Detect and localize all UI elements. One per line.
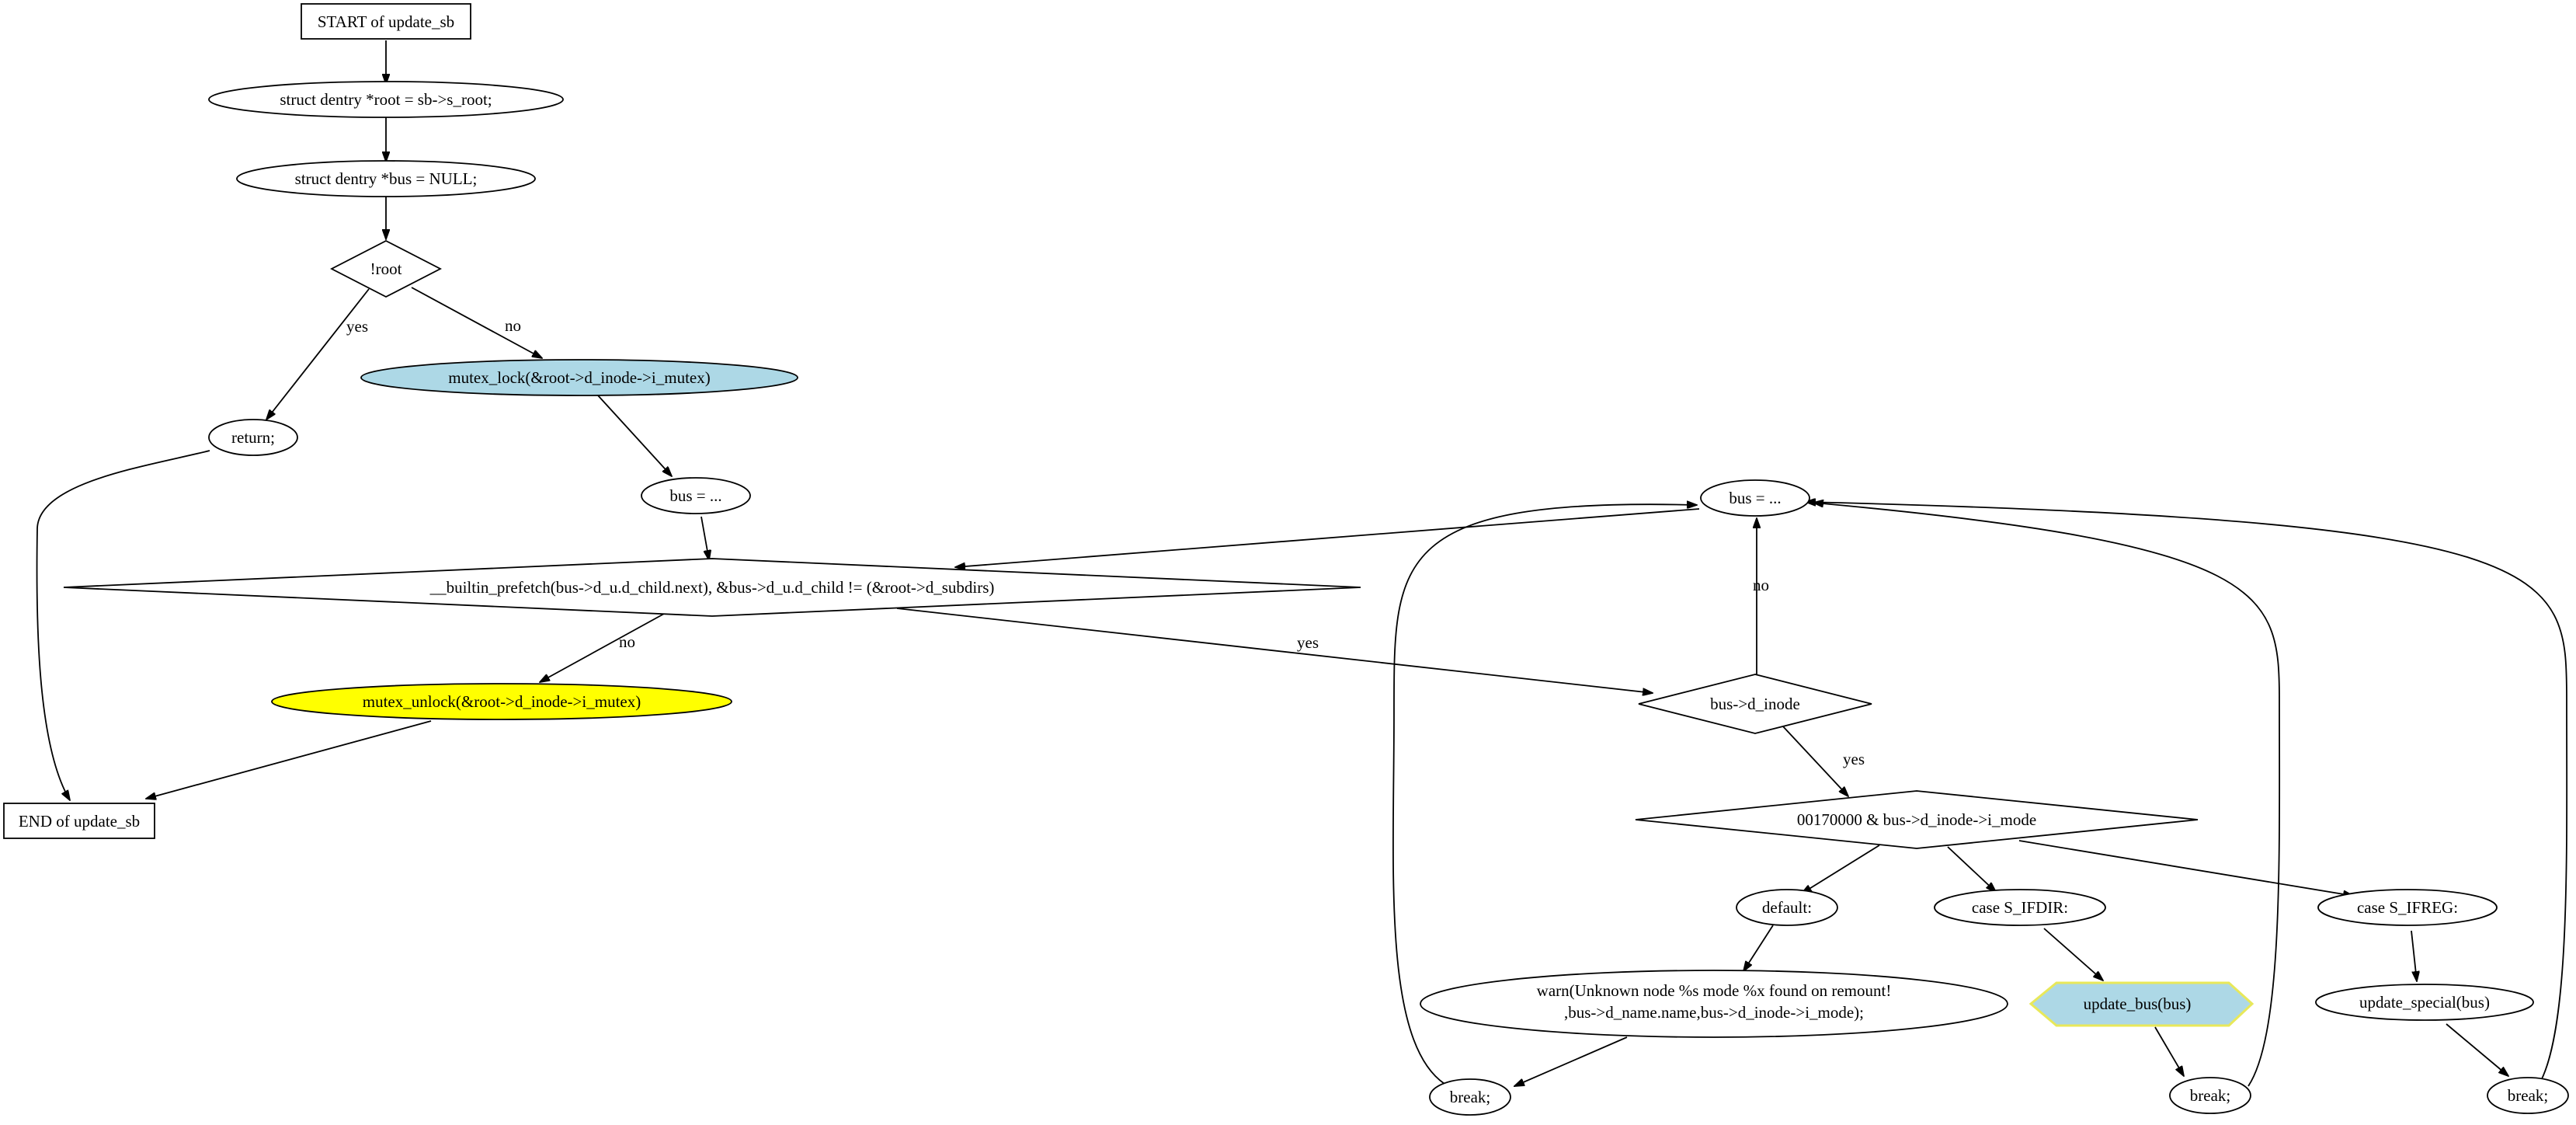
label-inode-no: no	[1753, 576, 1769, 594]
node-mutex-lock-label: mutex_lock(&root->d_inode->i_mutex)	[448, 368, 710, 387]
label-inode-yes: yes	[1843, 750, 1865, 768]
node-has-inode: bus->d_inode	[1638, 674, 1872, 734]
node-default-case-label: default:	[1762, 898, 1812, 917]
edge-switch-to-case-reg	[2018, 840, 2353, 896]
edge-labels: yes no no yes no yes	[346, 316, 1865, 768]
node-bus-assign-2-label: bus = ...	[1729, 489, 1781, 507]
node-case-dir: case S_IFDIR:	[1934, 889, 2106, 926]
node-switch-mode-label: 00170000 & bus->d_inode->i_mode	[1797, 810, 2036, 829]
node-end-label: END of update_sb	[19, 812, 140, 831]
edge-break1-to-bus-assign2	[1392, 504, 1697, 1085]
node-start: START of update_sb	[301, 3, 471, 40]
edge-break3-to-bus-assign2	[1806, 502, 2568, 1087]
node-break-2: break;	[2169, 1077, 2251, 1114]
node-return: return;	[208, 419, 298, 456]
edges	[36, 40, 2568, 1087]
edge-default-to-warn	[1743, 925, 1774, 971]
edge-warn-to-break1	[1514, 1036, 1628, 1086]
edge-loop-yes	[896, 608, 1653, 693]
node-default-case: default:	[1736, 889, 1838, 926]
edge-update-bus-to-break2	[2154, 1026, 2184, 1076]
edge-not-root-yes	[266, 288, 370, 420]
node-update-special-label: update_special(bus)	[2359, 993, 2490, 1012]
node-break-1-label: break;	[1450, 1088, 1490, 1106]
node-start-label: START of update_sb	[318, 12, 454, 31]
node-update-bus-label: update_bus(bus)	[2084, 994, 2192, 1013]
node-has-inode-label: bus->d_inode	[1710, 695, 1800, 713]
node-switch-mode: 00170000 & bus->d_inode->i_mode	[1635, 790, 2199, 849]
edge-switch-to-default	[1802, 845, 1880, 893]
edge-has-inode-yes	[1782, 725, 1848, 796]
node-bus-assign-2: bus = ...	[1700, 479, 1810, 517]
node-root-decl: struct dentry *root = sb->s_root;	[208, 81, 564, 118]
node-end: END of update_sb	[3, 803, 155, 839]
node-update-special: update_special(bus)	[2315, 984, 2534, 1021]
node-update-bus: update_bus(bus)	[2028, 981, 2254, 1027]
node-mutex-unlock: mutex_unlock(&root->d_inode->i_mutex)	[271, 683, 732, 720]
edge-return-to-end	[36, 450, 210, 800]
node-bus-decl-label: struct dentry *bus = NULL;	[295, 169, 478, 188]
node-bus-assign-1-label: bus = ...	[669, 486, 721, 505]
node-not-root: !root	[330, 239, 442, 298]
node-bus-decl: struct dentry *bus = NULL;	[236, 160, 536, 197]
node-warn: warn(Unknown node %s mode %x found on re…	[1420, 970, 2008, 1038]
edge-loop-no	[540, 613, 665, 682]
node-break-3-label: break;	[2508, 1086, 2548, 1105]
node-case-reg-label: case S_IFREG:	[2357, 898, 2458, 917]
node-warn-label-line1: warn(Unknown node %s mode %x found on re…	[1537, 981, 1892, 1000]
label-root-no: no	[505, 316, 521, 335]
node-loop-condition: __builtin_prefetch(bus->d_u.d_child.next…	[63, 558, 1361, 617]
edge-case-reg-to-update-special	[2411, 930, 2417, 981]
edge-break2-to-bus-assign2	[1813, 503, 2281, 1087]
edge-bus-assign2-to-loop	[955, 508, 1700, 567]
edge-mutex-lock-to-bus-assign	[597, 395, 672, 476]
node-warn-label-line2: ,bus->d_name.name,bus->d_inode->i_mode);	[1564, 1003, 1864, 1022]
edge-bus-assign-to-loop	[700, 516, 709, 560]
edge-mutex-unlock-to-end	[146, 720, 432, 799]
label-loop-no: no	[619, 632, 635, 651]
node-return-label: return;	[231, 428, 275, 447]
label-root-yes: yes	[346, 317, 368, 336]
node-case-dir-label: case S_IFDIR:	[1972, 898, 2068, 917]
node-break-2-label: break;	[2190, 1086, 2230, 1105]
node-break-1: break;	[1429, 1078, 1511, 1116]
label-loop-yes: yes	[1297, 633, 1319, 652]
edge-not-root-no	[411, 287, 542, 358]
node-root-decl-label: struct dentry *root = sb->s_root;	[280, 90, 492, 109]
edge-update-special-to-break3	[2446, 1023, 2508, 1076]
node-case-reg: case S_IFREG:	[2317, 889, 2498, 926]
node-mutex-lock: mutex_lock(&root->d_inode->i_mutex)	[360, 359, 798, 396]
node-bus-assign-1: bus = ...	[641, 477, 751, 514]
edge-switch-to-case-dir	[1947, 846, 1996, 892]
edge-case-dir-to-update-bus	[2043, 928, 2103, 980]
node-not-root-label: !root	[370, 259, 402, 278]
node-mutex-unlock-label: mutex_unlock(&root->d_inode->i_mutex)	[363, 692, 641, 711]
node-break-3: break;	[2487, 1077, 2569, 1114]
node-loop-condition-label: __builtin_prefetch(bus->d_u.d_child.next…	[429, 578, 995, 597]
